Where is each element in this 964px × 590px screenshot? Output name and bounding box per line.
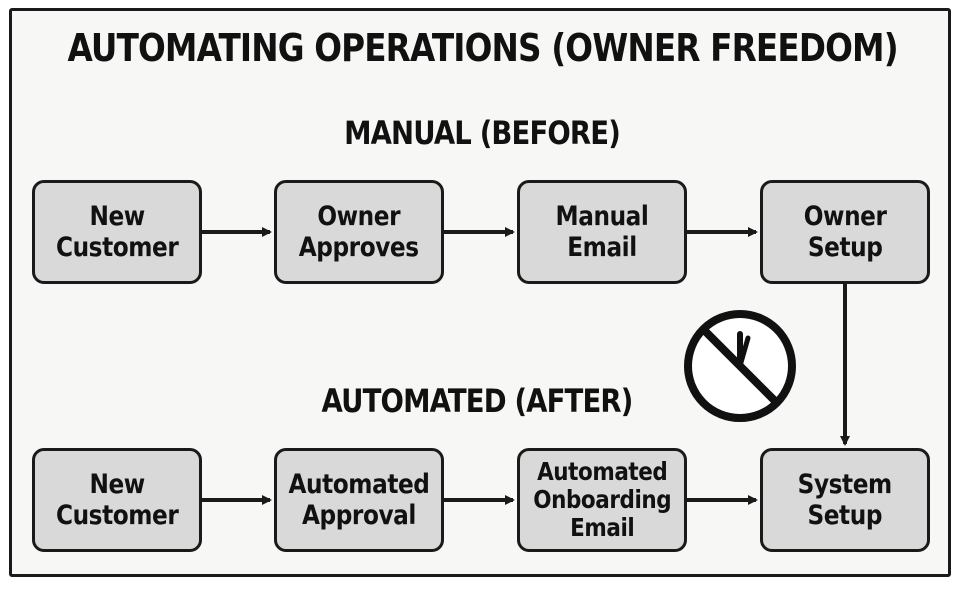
step-label: Owner Approves	[299, 200, 419, 263]
step-label: Automated Approval	[288, 468, 430, 531]
automated-step-system-setup: System Setup	[760, 448, 930, 552]
automated-section-label: AUTOMATED (AFTER)	[321, 382, 634, 420]
step-label: Automated Onboarding Email	[532, 457, 672, 542]
step-label: Owner Setup	[803, 200, 887, 263]
automated-step-new-customer: New Customer	[32, 448, 202, 552]
manual-step-new-customer: New Customer	[32, 180, 202, 284]
step-label: New Customer	[55, 200, 179, 263]
diagram-title: AUTOMATING OPERATIONS (OWNER FREEDOM)	[67, 26, 898, 70]
step-label: Manual Email	[555, 200, 649, 263]
automated-step-automated-approval: Automated Approval	[274, 448, 444, 552]
manual-step-owner-setup: Owner Setup	[760, 180, 930, 284]
automated-step-onboarding-email: Automated Onboarding Email	[517, 448, 687, 552]
no-clock-icon	[684, 310, 796, 422]
manual-step-owner-approves: Owner Approves	[274, 180, 444, 284]
manual-step-manual-email: Manual Email	[517, 180, 687, 284]
step-label: New Customer	[55, 468, 179, 531]
step-label: System Setup	[797, 468, 893, 531]
manual-section-label: MANUAL (BEFORE)	[344, 114, 621, 152]
